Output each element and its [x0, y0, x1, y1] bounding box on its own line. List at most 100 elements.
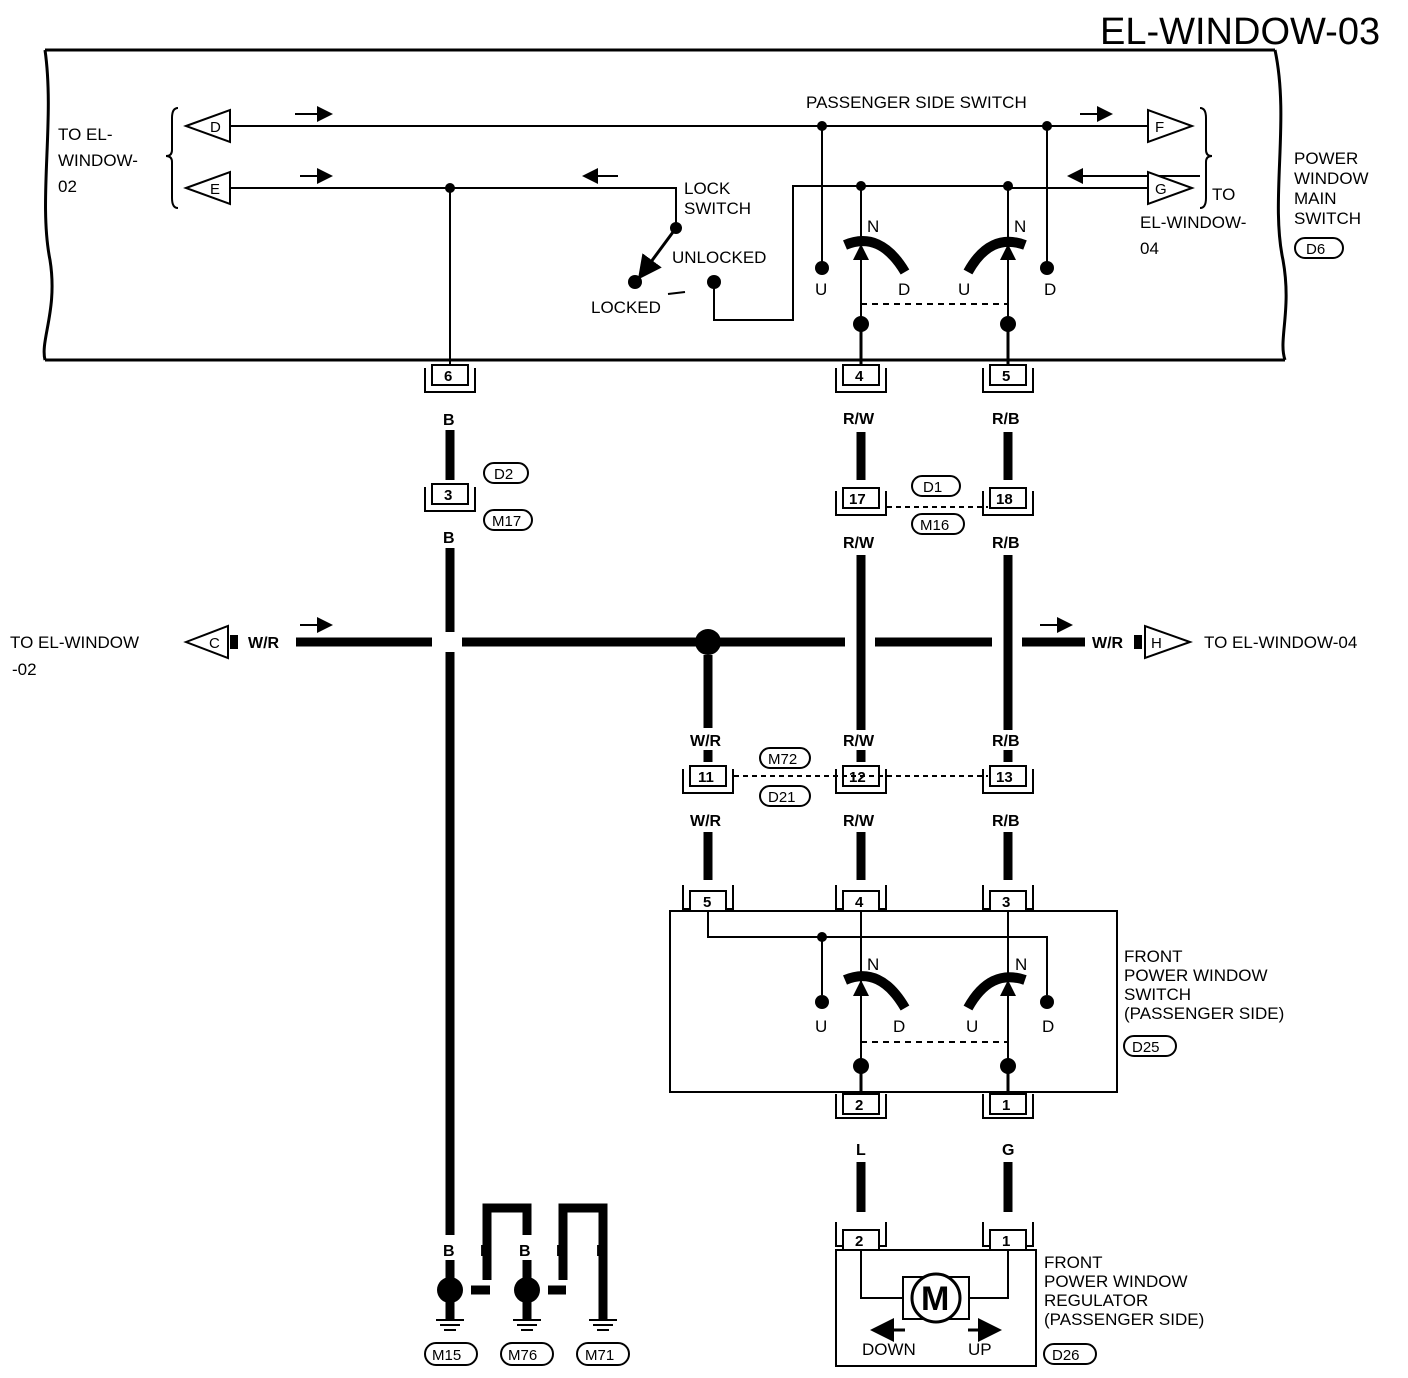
svg-text:SWITCH: SWITCH — [1124, 985, 1191, 1004]
bus-left-label-2: -02 — [12, 660, 37, 679]
svg-text:4: 4 — [855, 368, 864, 385]
wire-label-l: L — [856, 1142, 866, 1159]
svg-text:3: 3 — [1002, 894, 1010, 911]
svg-text:POWER WINDOW: POWER WINDOW — [1044, 1272, 1188, 1291]
connector-tag-m17 — [483, 509, 533, 531]
connector-tag-m16 — [911, 513, 965, 535]
pin-6: 6 — [424, 364, 476, 393]
svg-text:F: F — [1155, 119, 1164, 136]
svg-text:(PASSENGER SIDE): (PASSENGER SIDE) — [1044, 1310, 1204, 1329]
front-switch-internal-wire — [707, 911, 1048, 995]
svg-text:02: 02 — [58, 177, 77, 196]
bus-junction — [695, 629, 721, 655]
ground-m71: M71 — [585, 1347, 614, 1364]
rocker-right — [963, 236, 1027, 275]
ground-wire-labels: B B B B B — [443, 1243, 608, 1260]
front-switch-pin-1: 1 — [982, 1093, 1034, 1119]
svg-text:C: C — [209, 635, 220, 652]
motor-label: M — [921, 1280, 949, 1318]
left-brace — [165, 107, 179, 209]
connector-m17: M17 — [492, 513, 521, 530]
svg-text:B: B — [519, 1243, 531, 1260]
svg-text:5: 5 — [1002, 368, 1010, 385]
wire-label-rw2: R/W — [843, 535, 875, 552]
wire-e-line — [230, 187, 677, 225]
wire-label-rw: R/W — [843, 411, 875, 428]
regulator-box — [835, 1249, 1037, 1367]
wire-label-wr-right: W/R — [1092, 635, 1124, 652]
wire-label-rw3: R/W — [843, 733, 875, 750]
motor-icon — [910, 1272, 962, 1324]
wire-label-wr2: W/R — [690, 813, 722, 830]
page-title: EL-WINDOW-03 — [1100, 11, 1380, 53]
lock-dash — [667, 291, 686, 295]
pin-4-main: 4 — [835, 364, 887, 393]
connector-pin-11: 11 — [682, 765, 734, 794]
connector-pin-3: 3 — [424, 483, 476, 512]
svg-text:3: 3 — [444, 487, 452, 504]
front-switch-pin-2: 2 — [835, 1093, 887, 1119]
front-switch-pin-5: 5 — [682, 885, 734, 912]
svg-text:2: 2 — [855, 1097, 863, 1114]
bus-terminal-c: C — [183, 624, 229, 660]
pos-d-left: D — [898, 280, 910, 299]
to-el-window-04-label: TO EL-WINDOW- 04 — [1140, 185, 1246, 258]
front-contact-d-right — [1040, 995, 1054, 1009]
front-switch-box — [669, 910, 1118, 1093]
svg-text:FRONT: FRONT — [1044, 1253, 1103, 1272]
bus-right-label: TO EL-WINDOW-04 — [1204, 633, 1357, 652]
rocker-left — [843, 236, 910, 275]
regulator-wire-right — [967, 1250, 1009, 1299]
regulator-label: FRONT POWER WINDOW REGULATOR (PASSENGER … — [1044, 1253, 1204, 1329]
svg-text:5: 5 — [703, 894, 711, 911]
svg-text:B: B — [596, 1243, 608, 1260]
terminal-f: F — [1147, 108, 1195, 144]
svg-text:(PASSENGER SIDE): (PASSENGER SIDE) — [1124, 1004, 1284, 1023]
connector-d2: D2 — [494, 466, 513, 483]
front-pos-d-right: D — [1042, 1017, 1054, 1036]
connector-pin-12: 12 — [835, 765, 887, 794]
ground-symbol-icon — [589, 1319, 617, 1331]
wire-label-wr-left: W/R — [248, 635, 280, 652]
connector-d1: D1 — [923, 479, 942, 496]
ground-junction-m76 — [514, 1277, 540, 1303]
svg-text:18: 18 — [996, 491, 1013, 508]
ground-m76: M76 — [508, 1347, 537, 1364]
main-switch-label: POWER WINDOW MAIN SWITCH — [1294, 149, 1369, 228]
wire-label-rb2: R/B — [992, 535, 1020, 552]
svg-text:B: B — [556, 1243, 568, 1260]
connector-tag-m72 — [759, 747, 811, 769]
svg-text:6: 6 — [444, 368, 452, 385]
connector-d25: D25 — [1132, 1039, 1160, 1056]
lock-switch-label-2: SWITCH — [684, 199, 751, 218]
svg-text:REGULATOR: REGULATOR — [1044, 1291, 1148, 1310]
bus-stub-left — [230, 635, 238, 649]
wire-label-rw4: R/W — [843, 813, 875, 830]
svg-text:B: B — [480, 1243, 492, 1260]
pos-n-left: N — [867, 217, 879, 236]
front-rocker-right — [963, 972, 1027, 1011]
wire-label-rb4: R/B — [992, 813, 1020, 830]
front-switch-pin-3: 3 — [982, 885, 1034, 912]
wire-label-wr: W/R — [690, 733, 722, 750]
contact-d-right — [1040, 261, 1054, 275]
front-pos-d-left: D — [893, 1017, 905, 1036]
ground-junction-m15 — [437, 1277, 463, 1303]
ground-tag-m76 — [500, 1342, 554, 1366]
pin-5-main: 5 — [982, 364, 1034, 393]
regulator-pin-2: 2 — [835, 1222, 887, 1251]
front-pos-u-right: U — [966, 1017, 978, 1036]
svg-text:1: 1 — [1002, 1097, 1010, 1114]
connector-tag-d1 — [911, 475, 961, 497]
svg-text:13: 13 — [996, 769, 1013, 786]
connector-pin-18: 18 — [982, 487, 1034, 516]
terminal-e: E — [183, 170, 231, 206]
svg-text:04: 04 — [1140, 239, 1159, 258]
svg-text:B: B — [443, 1243, 455, 1260]
front-switch-pin-4: 4 — [835, 885, 887, 912]
bus-left-label: TO EL-WINDOW — [10, 633, 139, 652]
svg-text:2: 2 — [855, 1233, 863, 1250]
contact-u-left — [815, 261, 829, 275]
svg-text:POWER: POWER — [1294, 149, 1358, 168]
